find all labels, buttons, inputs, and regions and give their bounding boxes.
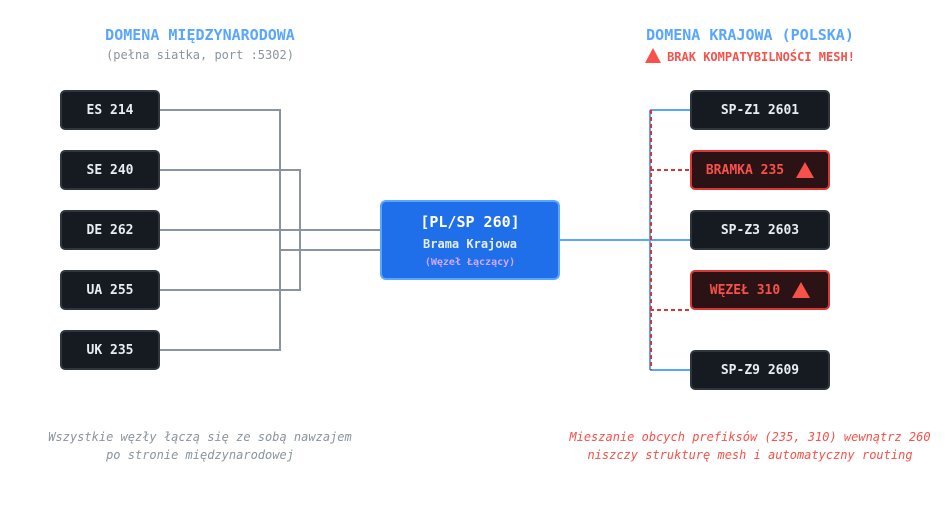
international-wires: [160, 109, 380, 351]
warning-triangle-icon: [645, 48, 662, 63]
domestic-footnote-line1: Mieszanie obcych prefiksów (235, 310) we…: [569, 430, 931, 444]
gateway-note: (Węzeł Łączący): [424, 256, 516, 268]
international-node-se: SE 240: [60, 150, 160, 190]
international-subheading: (pełna siatka, port :5302): [106, 48, 294, 62]
domestic-footnote: Mieszanie obcych prefiksów (235, 310) we…: [560, 428, 940, 464]
gateway-subtitle: Brama Krajowa: [423, 236, 517, 251]
domestic-node-wezel: WĘZEŁ 310: [690, 270, 830, 310]
domestic-node-z1: SP-Z1 2601: [690, 90, 830, 130]
international-footnote: Wszystkie węzły łączą się ze sobą nawzaj…: [20, 428, 380, 464]
domestic-warning-text: BRAK KOMPATYBILNOŚCI MESH!: [667, 50, 855, 64]
warning-triangle-icon: [792, 282, 811, 298]
domestic-heading: DOMENA KRAJOWA (POLSKA): [646, 26, 854, 44]
gateway-title: [PL/SP 260]: [420, 212, 520, 231]
domestic-node-z9: SP-Z9 2609: [690, 350, 830, 390]
international-heading: DOMENA MIĘDZYNARODOWA: [105, 26, 295, 44]
gateway-node: [PL/SP 260] Brama Krajowa (Węzeł Łączący…: [380, 200, 560, 280]
international-node-uk: UK 235: [60, 330, 160, 370]
international-footnote-line1: Wszystkie węzły łączą się ze sobą nawzaj…: [48, 430, 352, 444]
domestic-wires: [560, 109, 690, 371]
domestic-node-bramka: BRAMKA 235: [690, 150, 830, 190]
international-footnote-line2: po stronie międzynarodowej: [106, 448, 294, 462]
domestic-footnote-line2: niszczy strukturę mesh i automatyczny ro…: [587, 448, 913, 462]
incompatible-wires: [650, 110, 690, 370]
international-node-ua: UA 255: [60, 270, 160, 310]
domestic-node-wezel-label: WĘZEŁ 310: [709, 282, 781, 298]
domestic-node-bramka-label: BRAMKA 235: [705, 162, 785, 178]
international-node-es: ES 214: [60, 90, 160, 130]
domestic-node-z3: SP-Z3 2603: [690, 210, 830, 250]
domestic-warning: BRAK KOMPATYBILNOŚCI MESH!: [580, 48, 920, 64]
international-node-de: DE 262: [60, 210, 160, 250]
warning-triangle-icon: [796, 162, 815, 178]
